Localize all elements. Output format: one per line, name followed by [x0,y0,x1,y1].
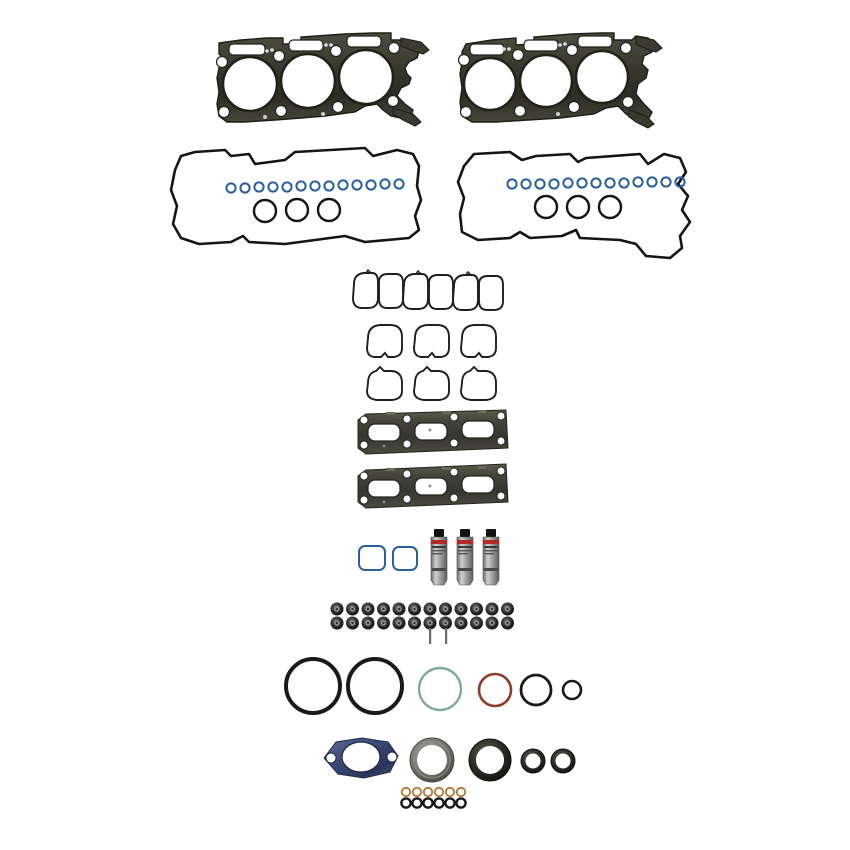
exhaust-manifold-gasket-lower [356,462,511,512]
o-ring-xsmall [561,679,583,701]
o-ring-xlarge-1 [284,657,342,715]
intake-gasket-pair-1 [352,268,404,309]
sealing-washers [398,784,488,814]
valve-cover-gasket-left-body [169,146,423,246]
valve-cover-gasket-left [165,140,430,255]
o-ring-red [477,672,513,708]
blue-square-gasket-1 [358,545,386,571]
intake-gasket-pair-2 [402,269,454,310]
locating-pins [429,628,448,644]
o-ring-small [519,673,553,707]
head-gasket-right-body [457,32,663,129]
camshaft-seal-small-1 [520,748,546,774]
washer-row-copper-item [433,786,445,798]
exhaust-manifold-gasket-upper [356,408,511,458]
spark-plug-tube-seals-right [533,194,623,220]
valve-cover-grommets-right [506,176,686,190]
o-ring-teal [417,666,463,712]
blue-square-gaskets [355,542,425,576]
intake-gasket-row-upper [348,268,508,314]
exhaust-flange-gasket [323,737,399,779]
intake-gasket-row-lower [364,361,504,405]
intake-gasket-middle-2 [413,324,450,358]
o-rings-row [275,650,595,725]
intake-gasket-middle-1 [366,324,403,358]
intake-gasket-middle-3 [460,324,497,358]
exhaust-manifold-gasket-upper-body [357,409,509,455]
washer-row-black-item [411,797,423,809]
valve-cover-gasket-right [450,140,715,270]
washer-row-copper-item [400,786,412,798]
washer-row-black-item [400,797,412,809]
sealant-tube-2 [456,529,474,586]
washer-row-copper-item [444,786,456,798]
head-gasket-left [205,18,435,140]
valve-stem-seals [330,602,530,647]
washer-row-black-item [444,797,456,809]
flange-bolt-hole-1 [325,752,337,764]
exhaust-manifold-gasket-lower-body [357,463,509,509]
washer-row-copper-item [455,786,467,798]
washer-row-copper-item [411,786,423,798]
camshaft-seal-small-2 [550,748,576,774]
valve-cover-gasket-right-body [456,150,692,260]
flange-bolt-hole-2 [386,751,398,763]
intake-gasket-lower-2 [413,365,450,401]
flange-and-seals-row [318,732,583,790]
o-ring-xlarge-2 [346,657,404,715]
sealant-tube-3 [482,529,500,586]
washer-row-copper-item [422,786,434,798]
washer-row-black-item [455,797,467,809]
valve-cover-grommets-left [225,178,405,194]
sealant-tube-1 [430,529,448,586]
spark-plug-tube-seals-left [252,197,342,224]
head-gasket-left-body [215,32,430,127]
crankshaft-seal-medium [468,738,512,782]
crankshaft-seal-large [409,737,455,783]
intake-gasket-pair-3 [452,270,504,311]
intake-gasket-lower-1 [366,365,403,401]
washer-row-black-item [422,797,434,809]
intake-gasket-row-middle [364,320,504,364]
blue-square-gasket-2 [392,546,418,571]
intake-gasket-lower-3 [460,365,497,401]
washer-row-black-item [433,797,445,809]
sealant-tubes [428,528,508,588]
head-gasket-right [448,18,670,140]
